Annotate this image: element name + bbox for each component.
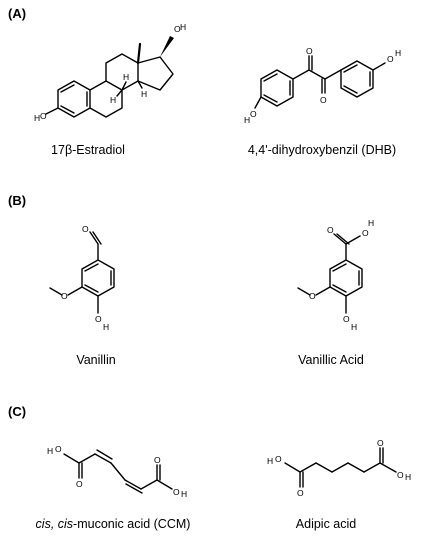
dhb-left-h: H [244,115,250,125]
caption-estradiol: 17β-Estradiol [51,143,125,157]
vanillic-acid-o: O [362,228,369,238]
dhb-carbonyl-o1: O [306,46,313,56]
vanillic-oh-h: H [351,322,357,332]
caption-vanillin: Vanillin [76,353,116,367]
caption-vanillic-acid: Vanillic Acid [298,353,364,367]
estradiol-h8: H [123,72,129,82]
vanillic-oh-o: O [343,314,350,324]
panel-label-b: (B) [8,193,27,208]
caption-adipic-acid: Adipic acid [295,517,357,531]
vanillin-methoxy-o: O [61,291,68,301]
adipic-left-carbonyl-o: O [297,488,304,498]
dhb-right-o: O [387,54,394,64]
adipic-right-carbonyl-o: O [377,438,384,448]
caption-ccm-rest: -muconic acid (CCM) [73,517,191,531]
vanillic-methoxy-o: O [309,291,316,301]
vanillic-acid-h: H [368,218,374,228]
estradiol-h9: H [110,95,116,105]
panel-label-c: (C) [8,404,27,419]
ccm-structure: H O O O O H [47,444,187,499]
estradiol-structure: O H O H H H H [34,22,186,123]
ccm-right-o: O [173,487,180,497]
dhb-left-o: O [250,109,257,119]
ccm-right-h: H [181,489,187,499]
vanillin-aldehyde-o: O [82,224,89,234]
adipic-acid-structure: H O O O O H [267,438,411,498]
caption-ccm-italic: cis, cis [35,517,74,531]
vanillic-acid-structure: O O H O O H [297,218,374,332]
ccm-left-o: O [55,444,62,454]
ccm-right-carbonyl-o: O [154,455,161,465]
dhb-right-h: H [395,48,401,58]
estradiol-3oh-o: O [40,111,47,121]
vanillin-oh-o: O [95,314,102,324]
estradiol-3oh-h: H [34,113,40,123]
vanillin-structure: O O O H [49,224,115,332]
dhb-carbonyl-o2: O [320,95,327,105]
estradiol-oh-hydrogen: O [174,24,181,34]
ccm-left-carbonyl-o: O [76,479,83,489]
adipic-left-h: H [267,456,273,466]
caption-dhb: 4,4'-dihydroxybenzil (DHB) [247,143,397,157]
estradiol-h14: H [141,89,147,99]
caption-ccm: cis, cis-muconic acid (CCM) [36,517,191,531]
panel-label-a: (A) [8,6,27,21]
estradiol-oh-h: H [180,22,186,32]
vanillin-oh-h: H [103,322,109,332]
dhb-structure: O H O O O H [244,46,401,125]
adipic-right-h: H [405,472,411,482]
adipic-left-o: O [275,454,282,464]
adipic-right-o: O [397,470,404,480]
vanillic-carbonyl-o: O [327,225,334,235]
ccm-left-h: H [47,446,53,456]
